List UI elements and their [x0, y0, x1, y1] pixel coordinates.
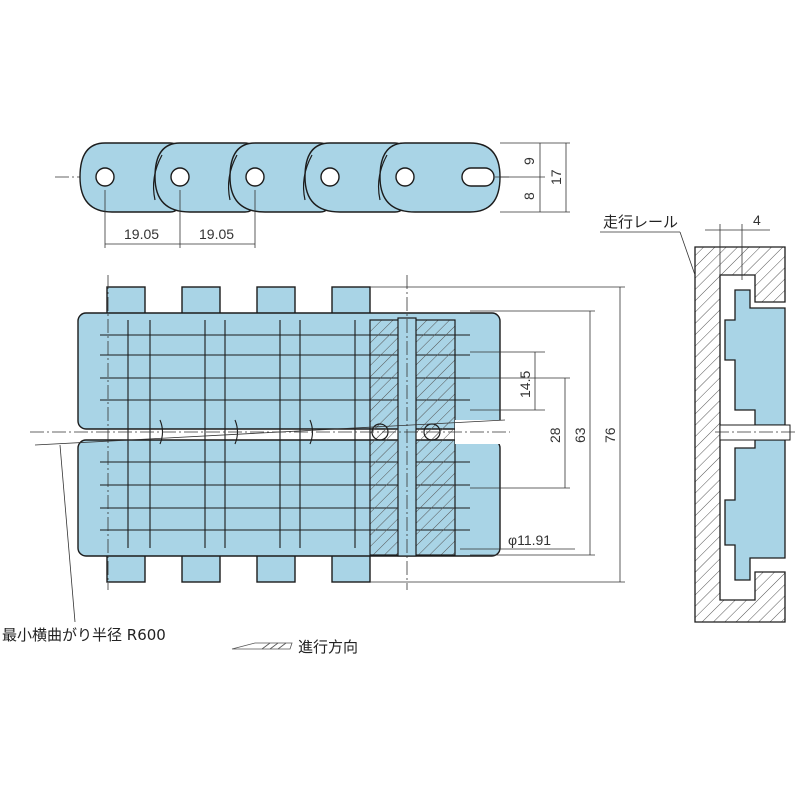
rail-chain-section — [724, 289, 786, 426]
side-view: 19.05 19.05 9 8 17 — [55, 142, 570, 248]
dim-76: 76 — [602, 427, 618, 443]
rail-chain-section — [724, 439, 786, 581]
upper-height-dim: 9 — [521, 157, 537, 165]
guide-rail — [694, 246, 786, 623]
pin-diameter-dim: φ11.91 — [508, 532, 551, 548]
gap-dim: 4 — [753, 212, 761, 228]
dim-63: 63 — [572, 427, 588, 443]
pitch-dim-1: 19.05 — [124, 226, 159, 242]
annotations: 最小横曲がり半径 R600 進行方向 — [2, 444, 358, 656]
rail-view: 走行レール 4 — [600, 212, 795, 623]
total-height-dim: 17 — [548, 169, 564, 185]
pin-hole — [320, 167, 340, 187]
pin-hole — [170, 167, 190, 187]
pitch-dim-2: 19.05 — [199, 226, 234, 242]
rail-label: 走行レール — [603, 213, 678, 231]
side-link — [379, 142, 501, 213]
direction-arrow — [231, 642, 293, 650]
travel-direction-label: 進行方向 — [298, 638, 358, 656]
pin-hole — [395, 167, 415, 187]
top-view: 14.5 28 63 76 φ11.91 — [30, 275, 625, 590]
slot-hole — [461, 167, 495, 187]
pin-hole — [95, 167, 115, 187]
dim-28: 28 — [547, 427, 563, 443]
pin-hole — [245, 167, 265, 187]
min-radius-label: 最小横曲がり半径 R600 — [2, 626, 166, 644]
lower-height-dim: 8 — [521, 192, 537, 200]
dim-inner: 14.5 — [517, 371, 533, 398]
